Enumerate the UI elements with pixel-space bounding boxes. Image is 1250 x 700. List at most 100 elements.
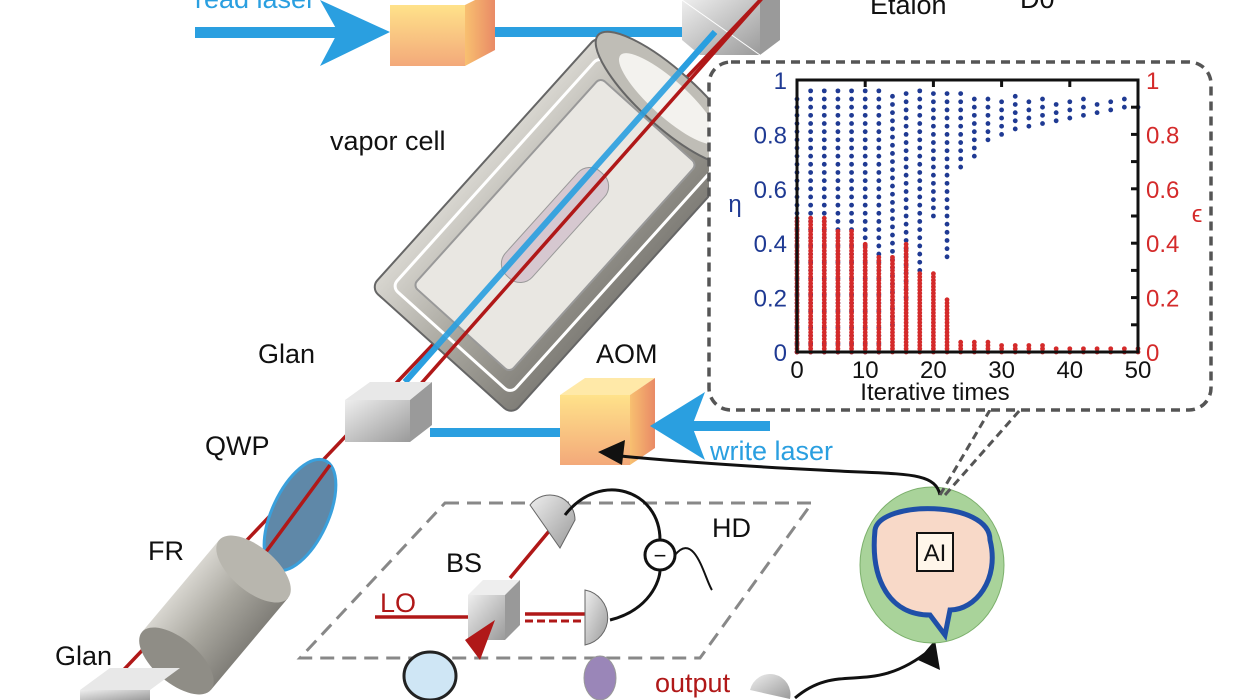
- eta-point: [890, 248, 895, 254]
- eta-point: [931, 180, 936, 186]
- eta-point: [862, 194, 868, 200]
- eta-point: [999, 132, 1004, 137]
- eta-point: [862, 210, 868, 216]
- eta-point: [917, 153, 923, 159]
- eta-point: [862, 104, 868, 110]
- eta-point: [971, 96, 977, 102]
- eta-point: [903, 123, 909, 129]
- eta-point: [821, 96, 827, 102]
- eta-point: [999, 107, 1004, 113]
- eta-point: [958, 91, 964, 96]
- eta-point: [1121, 96, 1127, 102]
- epsilon-point: [958, 339, 964, 345]
- eta-point: [1081, 96, 1086, 102]
- faraday-rotator: [139, 535, 291, 695]
- eta-point: [1067, 115, 1073, 121]
- eta-point: [958, 148, 964, 154]
- eta-point: [808, 178, 814, 184]
- output-detector: [750, 674, 791, 699]
- eta-point: [999, 99, 1004, 105]
- photodetector-lower: [584, 589, 609, 646]
- eta-point: [944, 156, 950, 162]
- red-beam-overlay: [378, 0, 763, 432]
- eta-point: [890, 134, 895, 140]
- write-laser-arrow: [650, 392, 770, 460]
- etalon-bottom: [402, 650, 458, 700]
- y-right-tick-label: 0.4: [1146, 231, 1179, 258]
- eta-point: [1053, 118, 1059, 124]
- eta-point: [944, 189, 950, 194]
- eta-point: [903, 197, 909, 203]
- eta-point: [971, 112, 977, 118]
- eta-point: [1026, 107, 1032, 113]
- eta-point: [849, 145, 854, 151]
- eta-point: [985, 112, 991, 118]
- eta-point: [835, 145, 841, 151]
- detector-label: D0: [1020, 0, 1055, 14]
- eta-point: [931, 197, 936, 203]
- epsilon-point: [1081, 346, 1086, 352]
- eta-point: [971, 137, 977, 143]
- eta-point: [944, 180, 950, 186]
- eta-point: [931, 115, 936, 121]
- blue-beam-overlay: [402, 30, 718, 384]
- eta-point: [821, 178, 827, 184]
- eta-point: [1108, 99, 1114, 105]
- eta-point: [1012, 93, 1018, 99]
- epsilon-point: [1108, 346, 1114, 352]
- eta-point: [903, 213, 909, 219]
- eta-point: [1012, 118, 1018, 124]
- eta-point: [835, 170, 841, 175]
- eta-point: [944, 115, 950, 121]
- callout-line-1: [938, 409, 992, 496]
- eta-point: [876, 129, 882, 135]
- eta-point: [835, 178, 841, 184]
- y-right-axis-label: ϵ: [1192, 201, 1203, 228]
- eta-point: [862, 112, 868, 118]
- eta-point: [808, 145, 814, 151]
- epsilon-point: [1040, 343, 1045, 348]
- eta-point: [862, 145, 868, 151]
- eta-point: [944, 123, 950, 129]
- eta-point: [876, 227, 882, 233]
- eta-point: [835, 104, 841, 110]
- eta-point: [903, 99, 909, 105]
- eta-point: [985, 137, 991, 143]
- eta-point: [821, 153, 827, 159]
- eta-point: [808, 121, 814, 126]
- bs-to-upper-detector-beam: [508, 528, 552, 580]
- eta-point: [903, 238, 909, 243]
- y-left-tick-label: 0: [774, 340, 787, 367]
- eta-point: [1053, 102, 1059, 107]
- eta-point: [890, 224, 895, 230]
- eta-point: [876, 153, 882, 159]
- eta-point: [958, 99, 964, 105]
- x-axis-label: Iterative times: [860, 379, 1009, 406]
- eta-point: [821, 202, 827, 208]
- filter-bottom: [583, 655, 617, 700]
- epsilon-point: [1026, 343, 1032, 348]
- eta-point: [821, 170, 827, 175]
- x-tick-label: 30: [988, 357, 1015, 384]
- eta-point: [944, 164, 950, 170]
- eta-point: [944, 197, 950, 203]
- eta-point: [876, 137, 882, 143]
- eta-point: [821, 194, 827, 200]
- eta-point: [903, 221, 909, 227]
- epsilon-point: [1067, 346, 1073, 352]
- epsilon-point: [890, 254, 895, 260]
- lo-label: LO: [380, 588, 416, 618]
- eta-point: [903, 140, 909, 145]
- eta-point: [876, 235, 882, 241]
- output-to-ai-arrow: [794, 648, 931, 700]
- eta-point: [931, 99, 936, 105]
- eta-point: [917, 88, 923, 94]
- eta-point: [835, 96, 841, 102]
- eta-point: [890, 142, 895, 148]
- epsilon-point: [1012, 343, 1018, 348]
- eta-point: [835, 88, 841, 94]
- eta-point: [835, 129, 841, 135]
- write-laser-label: write laser: [709, 436, 833, 466]
- eta-point: [835, 210, 841, 216]
- eta-point: [862, 235, 868, 241]
